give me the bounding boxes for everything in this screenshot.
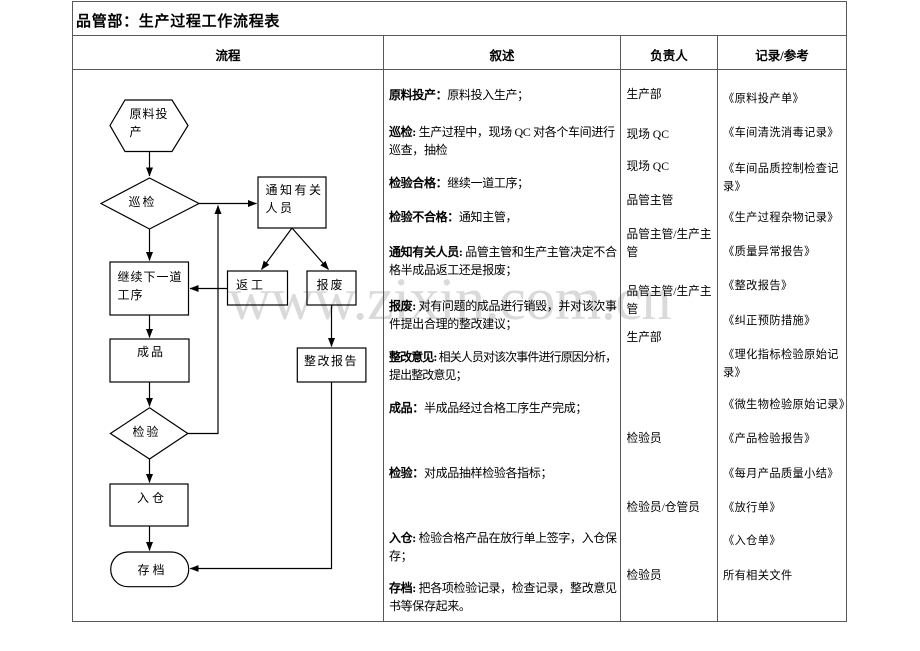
description-label: 检验不合格： — [389, 210, 459, 224]
description-text: 对有问题的成品进行销毁，并对该次事 件提出合理的整改建议； — [389, 299, 617, 331]
table-row-separator-header — [72, 69, 847, 70]
flow-connector-notify-scrap — [291, 227, 329, 270]
flow-label-start: 原料投 产 — [129, 106, 169, 139]
description-item: 入仓: 检验合格产品在放行单上签字，入仓保 存； — [389, 529, 626, 565]
description-text: 对成品抽样检验各指标； — [423, 466, 553, 481]
record-item: 《原料投产单》 — [723, 93, 805, 105]
table-col-separator-2 — [620, 35, 621, 622]
description-label: 检验合格： — [389, 175, 448, 190]
description-item: 整改意见: 相关人员对该次事件进行原因分析， 提出整改意见； — [389, 348, 626, 384]
responsible-item: 生产部 — [626, 88, 662, 101]
table-row-separator-title — [72, 35, 847, 36]
record-item: 《车间品质控制检查记 录》 — [723, 163, 839, 194]
record-item: 《放行单》 — [723, 501, 781, 514]
table-border-right — [846, 1, 847, 622]
table-border-top — [72, 1, 847, 2]
description-label: 检验： — [389, 466, 424, 481]
description-text: 生产过程中，现场 QC 对各个车间进行 巡查，抽检 — [389, 124, 615, 157]
record-item: 《整改报告》 — [723, 280, 793, 293]
document-title: 品管部：生产过程工作流程表 — [76, 14, 281, 30]
flow-label-inspect: 检验 — [132, 425, 161, 439]
description-item: 巡检: 生产过程中，现场 QC 对各个车间进行 巡查，抽检 — [389, 123, 626, 159]
description-label: 报废: — [389, 299, 416, 313]
description-item: 存档: 把各项检验记录，检查记录，整改意见 书等保存起来。 — [389, 579, 626, 615]
description-text: 品管主管和生产主管决定不合 格半成品返工还是报废； — [389, 244, 617, 277]
description-text: 继续一道工序； — [447, 175, 529, 190]
responsible-item: 生产部 — [626, 331, 662, 344]
flow-label-report: 整改报告 — [304, 353, 359, 368]
description-text: 半成品经过合格工序生产完成； — [423, 401, 588, 415]
record-item: 所有相关文件 — [723, 569, 793, 582]
description-label: 整改意见: — [389, 350, 437, 364]
record-item: 《理化指标检验原始记 录》 — [723, 349, 839, 379]
description-item: 原料投产：原料投入生产； — [389, 86, 626, 104]
responsible-item: 品管主管/生产主 管 — [626, 228, 712, 259]
flow-label-notify: 通知有关 人员 — [265, 183, 324, 215]
flow-label-product: 成品 — [137, 345, 166, 359]
responsible-item: 检验员 — [626, 432, 662, 445]
column-header-responsible: 负责人 — [650, 49, 688, 63]
table-border-bottom — [72, 621, 847, 622]
responsible-item: 品管主管 — [626, 194, 674, 207]
flow-label-archive: 存档 — [137, 562, 168, 577]
column-header-process: 流程 — [215, 49, 241, 63]
flow-shape-start-hexagon — [109, 99, 189, 153]
flow-shape-archive-stadium — [110, 551, 190, 588]
description-item: 检验：对成品抽样检验各指标； — [389, 464, 626, 482]
record-item: 《每月产品质量小结》 — [723, 467, 839, 480]
description-item: 检验合格：继续一道工序； — [389, 174, 626, 192]
flow-label-continue: 继续下一道 工序 — [117, 269, 183, 302]
responsible-item: 检验员/仓管员 — [626, 501, 700, 514]
watermark: www.zixin.com.cn — [228, 266, 672, 332]
table-col-separator-1 — [383, 35, 384, 622]
responsible-item: 现场 QC — [626, 160, 670, 173]
responsible-item: 现场 QC — [626, 128, 670, 141]
flow-label-scrap: 报废 — [316, 277, 345, 292]
responsible-item: 品管主管/生产主 管 — [626, 284, 712, 316]
record-item: 《生产过程杂物记录》 — [723, 211, 839, 224]
flow-label-rework: 返工 — [236, 277, 267, 292]
flow-label-warehouse: 入仓 — [137, 491, 168, 505]
description-item: 报废: 对有问题的成品进行销毁，并对该次事 件提出合理的整改建议； — [389, 297, 626, 333]
record-item: 《车间清洗消毒记录》 — [723, 127, 839, 140]
table-col-separator-3 — [717, 35, 718, 622]
record-item: 《入仓单》 — [723, 535, 781, 548]
description-label: 存档: — [389, 581, 416, 596]
column-header-records: 记录/参考 — [755, 49, 809, 63]
responsible-item: 检验员 — [626, 569, 662, 582]
description-label: 原料投产： — [389, 87, 448, 102]
flow-connector-report-archive — [189, 382, 333, 572]
description-label: 成品： — [389, 401, 424, 415]
record-item: 《纠正预防措施》 — [723, 314, 816, 327]
description-item: 成品：半成品经过合格工序生产完成； — [389, 399, 626, 417]
flow-connector-inspect-feedback — [187, 205, 222, 435]
record-item: 《质量异常报告》 — [723, 245, 816, 258]
table-border-left — [72, 1, 73, 622]
column-header-description: 叙述 — [489, 49, 515, 63]
description-label: 入仓: — [389, 530, 416, 545]
description-label: 通知有关人员: — [389, 244, 463, 259]
description-label: 巡检: — [389, 124, 416, 139]
description-text: 检验合格产品在放行单上签字，入仓保 存； — [389, 530, 617, 563]
description-text: 通知主管， — [458, 210, 518, 224]
description-item: 通知有关人员: 品管主管和生产主管决定不合 格半成品返工还是报废； — [389, 243, 626, 279]
description-text: 原料投入生产； — [447, 87, 529, 102]
description-text: 把各项检验记录，检查记录，整改意见 书等保存起来。 — [389, 581, 617, 614]
description-item: 检验不合格：通知主管， — [389, 208, 626, 226]
record-item: 《微生物检验原始记录》 — [723, 398, 851, 411]
record-item: 《产品检验报告》 — [723, 433, 816, 446]
flow-label-patrol: 巡检 — [128, 194, 157, 209]
description-text: 相关人员对该次事件进行原因分析， 提出整改意见； — [389, 350, 617, 382]
flow-connector-notify-rework — [261, 227, 293, 270]
